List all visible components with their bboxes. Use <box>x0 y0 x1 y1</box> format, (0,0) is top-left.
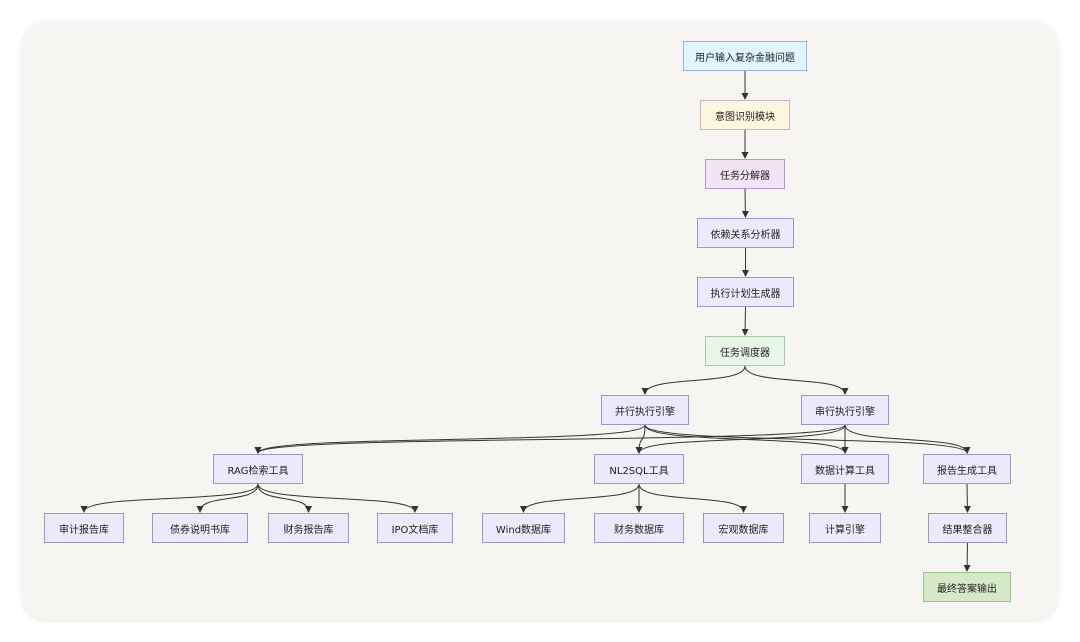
node-fin-db: 财务数据库 <box>594 513 684 543</box>
edge-parallel-to-report-tool <box>644 424 971 454</box>
edge-nl2sql-to-macro <box>638 483 747 513</box>
edge-parallel-to-rag <box>254 424 646 454</box>
node-calc-engine: 计算引擎 <box>809 513 881 543</box>
edge-decompose-to-dependency <box>741 188 749 218</box>
node-dependency: 依赖关系分析器 <box>697 218 794 248</box>
node-user-input: 用户输入复杂金融问题 <box>683 41 807 71</box>
node-scheduler: 任务调度器 <box>705 336 785 366</box>
edge-rag-to-bond <box>196 483 259 513</box>
node-fin-report: 财务报告库 <box>268 513 349 543</box>
edge-nl2sql-to-wind <box>520 483 640 513</box>
edge-serial-to-rag <box>254 424 846 454</box>
edge-scheduler-to-serial <box>744 365 849 395</box>
node-intent: 意图识别模块 <box>700 100 790 130</box>
edge-rag-to-ipo <box>257 483 419 513</box>
node-bond: 债券说明书库 <box>152 513 248 543</box>
edge-rag-to-audit <box>80 483 259 513</box>
node-parallel: 并行执行引擎 <box>601 395 689 425</box>
node-ipo: IPO文档库 <box>377 513 453 543</box>
node-final: 最终答案输出 <box>923 572 1011 602</box>
edge-plan-to-scheduler <box>741 306 749 336</box>
edge-scheduler-to-parallel <box>641 365 746 395</box>
node-report-tool: 报告生成工具 <box>923 454 1011 484</box>
node-wind: Wind数据库 <box>482 513 565 543</box>
edge-serial-to-nl2sql <box>635 424 846 454</box>
edge-report-tool-to-merger <box>963 483 971 513</box>
node-plan: 执行计划生成器 <box>697 277 794 307</box>
node-calc-tool: 数据计算工具 <box>801 454 889 484</box>
node-macro: 宏观数据库 <box>703 513 784 543</box>
node-merger: 结果整合器 <box>928 513 1007 543</box>
edge-rag-to-fin-report <box>257 483 312 513</box>
node-audit: 审计报告库 <box>44 513 124 543</box>
edge-serial-to-report-tool <box>844 424 971 454</box>
node-rag: RAG检索工具 <box>213 454 303 484</box>
edge-merger-to-final <box>963 542 971 572</box>
node-decompose: 任务分解器 <box>705 159 785 189</box>
node-nl2sql: NL2SQL工具 <box>594 454 684 484</box>
node-serial: 串行执行引擎 <box>801 395 889 425</box>
